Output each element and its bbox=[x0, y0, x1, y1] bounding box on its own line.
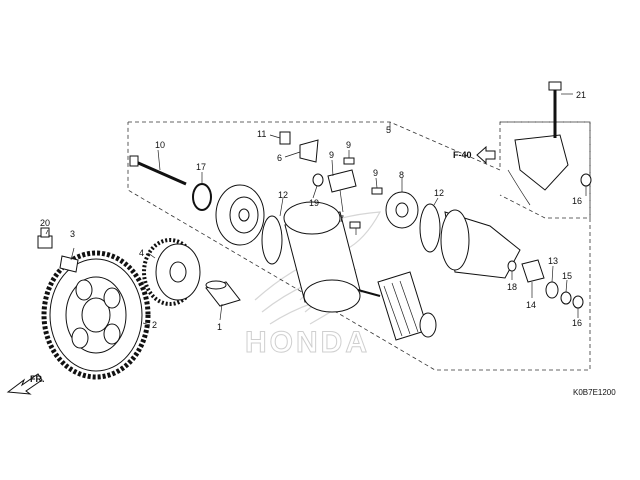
callout-2: 2 bbox=[152, 320, 157, 330]
callout-16b: 16 bbox=[572, 318, 582, 328]
washer-18 bbox=[507, 260, 517, 272]
callout-1: 1 bbox=[217, 322, 222, 332]
leader-lines bbox=[45, 93, 587, 326]
reduction-gear bbox=[142, 238, 201, 306]
nut-19 bbox=[312, 173, 324, 187]
callout-20: 20 bbox=[40, 218, 50, 228]
callout-12b: 12 bbox=[434, 188, 444, 198]
brush-holder-7 bbox=[327, 169, 357, 193]
bolt-21 bbox=[548, 81, 562, 138]
nut-16-upper bbox=[580, 173, 592, 187]
callout-11: 11 bbox=[257, 129, 266, 139]
callout-15: 15 bbox=[562, 271, 572, 281]
assembly-boundary bbox=[127, 121, 591, 371]
shaft-1 bbox=[205, 280, 241, 307]
motor-yoke bbox=[283, 201, 361, 313]
clip-3 bbox=[59, 255, 79, 273]
page-reference: F-40 bbox=[453, 145, 496, 165]
armature bbox=[357, 271, 437, 341]
o-ring-13 bbox=[545, 281, 559, 299]
washer-15 bbox=[560, 291, 572, 305]
bolt-11 bbox=[279, 131, 291, 145]
callout-12a: 12 bbox=[278, 190, 288, 200]
diagram-code: K0B7E1200 bbox=[573, 388, 616, 397]
terminal-6 bbox=[299, 139, 319, 163]
callouts: 1 2 3 4 5 6 7 8 9 9 9 10 11 12 12 13 14 … bbox=[40, 90, 586, 332]
callout-10: 10 bbox=[155, 140, 165, 150]
callout-21: 21 bbox=[576, 90, 586, 100]
bolt-20 bbox=[37, 227, 53, 249]
bracket-boundary bbox=[499, 121, 591, 219]
long-bolt-10 bbox=[129, 155, 187, 186]
gasket-12-rear bbox=[419, 203, 441, 253]
mount-bracket bbox=[507, 134, 569, 206]
callout-14: 14 bbox=[526, 300, 536, 310]
callout-5: 5 bbox=[386, 125, 391, 135]
brush-plate-8 bbox=[385, 191, 419, 229]
front-cover bbox=[215, 184, 265, 246]
spring-9-c bbox=[371, 187, 383, 195]
callout-4: 4 bbox=[139, 248, 144, 258]
callout-16a: 16 bbox=[572, 196, 582, 206]
callout-6: 6 bbox=[277, 153, 282, 163]
callout-13: 13 bbox=[548, 256, 558, 266]
callout-17: 17 bbox=[196, 162, 206, 172]
callout-18: 18 bbox=[507, 282, 517, 292]
watermark: HONDA bbox=[245, 326, 370, 359]
rear-cover bbox=[440, 209, 521, 279]
spring-9-b bbox=[349, 221, 361, 229]
callout-9a: 9 bbox=[346, 140, 351, 150]
large-gear bbox=[41, 250, 151, 380]
page-reference-label: F-40 bbox=[453, 150, 472, 160]
callout-8: 8 bbox=[399, 170, 404, 180]
callout-3: 3 bbox=[70, 229, 75, 239]
callout-9b: 9 bbox=[329, 150, 334, 160]
front-label: FR. bbox=[30, 374, 45, 384]
nut-16-lower bbox=[572, 295, 584, 309]
gasket-12-front bbox=[261, 215, 283, 265]
front-arrow: FR. bbox=[6, 373, 45, 395]
callout-19: 19 bbox=[309, 198, 319, 208]
callout-7: 7 bbox=[339, 214, 344, 224]
spring-9-a bbox=[343, 157, 355, 165]
terminal-14 bbox=[521, 259, 545, 283]
o-ring-17 bbox=[192, 183, 212, 211]
callout-9c: 9 bbox=[373, 168, 378, 178]
